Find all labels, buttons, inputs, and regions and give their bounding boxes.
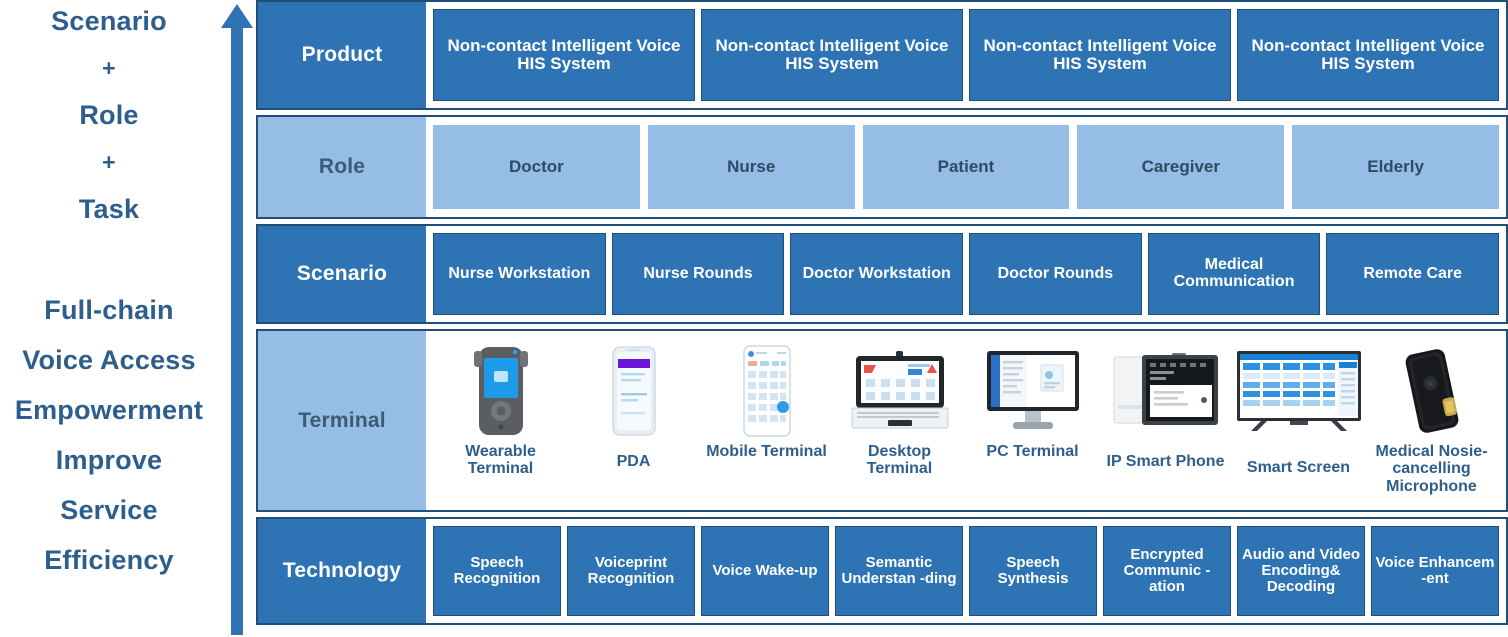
pc-monitor-device-icon <box>983 343 1083 439</box>
row-terminal: Terminal <box>256 329 1508 512</box>
terminal-item-pda[interactable]: PDA <box>567 337 700 504</box>
pda-device-icon <box>607 343 661 439</box>
tech-cell-speech-recognition[interactable]: Speech Recognition <box>433 526 561 616</box>
row-label-role: Role <box>318 155 366 178</box>
row-body-terminal: Wearable Terminal <box>426 331 1506 510</box>
mobile-phone-device-icon <box>739 343 795 439</box>
role-cell-nurse[interactable]: Nurse <box>647 125 855 209</box>
row-label-product: Product <box>301 43 383 66</box>
row-label-technology: Technology <box>282 559 402 582</box>
smart-screen-tv-device-icon <box>1235 343 1363 439</box>
tech-cell-encrypted-communication[interactable]: Encrypted Communic -ation <box>1103 526 1231 616</box>
row-technology: Technology Speech Recognition Voiceprint… <box>256 517 1508 625</box>
row-body-product: Non-contact Intelligent Voice HIS System… <box>426 2 1506 108</box>
terminal-label-mobile: Mobile Terminal <box>706 443 827 460</box>
terminal-label-ip-smart-phone: IP Smart Phone <box>1106 453 1225 470</box>
terminal-label-microphone: Medical Nosie-cancelling Microphone <box>1375 443 1488 495</box>
scenario-cell-remote-care[interactable]: Remote Care <box>1326 233 1500 315</box>
caption-plus-1: + <box>102 55 116 81</box>
upward-arrow-icon <box>220 2 254 635</box>
ip-smart-phone-device-icon <box>1112 343 1220 439</box>
row-product: Product Non-contact Intelligent Voice HI… <box>256 0 1508 110</box>
row-body-technology: Speech Recognition Voiceprint Recognitio… <box>426 519 1506 623</box>
tech-cell-av-encoding-decoding[interactable]: Audio and Video Encoding& Decoding <box>1237 526 1365 616</box>
left-caption-column: Scenario + Role + Task Full-chain Voice … <box>0 0 218 637</box>
product-cell-4[interactable]: Non-contact Intelligent Voice HIS System <box>1237 9 1499 101</box>
terminal-label-desktop: Desktop Terminal <box>866 443 933 478</box>
terminal-label-pda: PDA <box>616 453 651 470</box>
caption-full-chain: Full-chain <box>44 295 174 325</box>
caption-voice-access: Voice Access <box>22 345 196 375</box>
product-cell-1[interactable]: Non-contact Intelligent Voice HIS System <box>433 9 695 101</box>
tech-cell-semantic-understanding[interactable]: Semantic Understan -ding <box>835 526 963 616</box>
layer-stack: Product Non-contact Intelligent Voice HI… <box>256 0 1508 637</box>
row-body-role: Doctor Nurse Patient Caregiver Elderly <box>426 117 1506 217</box>
terminal-item-mobile[interactable]: Mobile Terminal <box>700 337 833 504</box>
tech-cell-voiceprint-recognition[interactable]: Voiceprint Recognition <box>567 526 695 616</box>
terminal-item-ip-smart-phone[interactable]: IP Smart Phone <box>1099 337 1232 504</box>
scenario-cell-doctor-rounds[interactable]: Doctor Rounds <box>969 233 1142 315</box>
scenario-cell-doctor-workstation[interactable]: Doctor Workstation <box>790 233 964 315</box>
role-cell-doctor[interactable]: Doctor <box>433 125 640 209</box>
desktop-tablet-device-icon <box>848 343 952 439</box>
caption-role: Role <box>79 100 139 130</box>
terminal-item-microphone[interactable]: Medical Nosie-cancelling Microphone <box>1365 337 1498 504</box>
wearable-terminal-device-icon <box>470 343 532 439</box>
terminal-label-wearable: Wearable Terminal <box>465 443 536 478</box>
terminal-item-desktop[interactable]: Desktop Terminal <box>833 337 966 504</box>
caption-efficiency: Efficiency <box>44 545 174 575</box>
row-body-scenario: Nurse Workstation Nurse Rounds Doctor Wo… <box>426 226 1506 322</box>
terminal-item-smart-screen[interactable]: Smart Screen <box>1232 337 1365 504</box>
terminal-label-pc: PC Terminal <box>986 443 1079 460</box>
row-label-terminal: Terminal <box>298 408 386 432</box>
caption-improve: Improve <box>55 445 163 475</box>
terminal-item-pc[interactable]: PC Terminal <box>966 337 1099 504</box>
scenario-cell-medical-communication[interactable]: Medical Communication <box>1147 233 1321 315</box>
terminal-item-wearable[interactable]: Wearable Terminal <box>434 337 567 504</box>
row-scenario: Scenario Nurse Workstation Nurse Rounds … <box>256 224 1508 324</box>
caption-plus-2: + <box>102 149 116 175</box>
row-label-scenario: Scenario <box>296 262 388 285</box>
terminal-label-smart-screen: Smart Screen <box>1246 459 1351 476</box>
scenario-cell-nurse-workstation[interactable]: Nurse Workstation <box>433 233 606 315</box>
role-cell-caregiver[interactable]: Caregiver <box>1077 125 1285 209</box>
product-cell-3[interactable]: Non-contact Intelligent Voice HIS System <box>969 9 1231 101</box>
row-role: Role Doctor Nurse Patient Caregiver Elde… <box>256 115 1508 219</box>
tech-cell-speech-synthesis[interactable]: Speech Synthesis <box>969 526 1097 616</box>
noise-cancelling-microphone-device-icon <box>1396 343 1468 439</box>
caption-empowerment: Empowerment <box>14 395 204 425</box>
tech-cell-voice-enhancement[interactable]: Voice Enhancem -ent <box>1371 526 1499 616</box>
caption-group-bottom: Full-chain Voice Access Empowerment Impr… <box>0 297 218 597</box>
caption-group-top: Scenario + Role + Task <box>0 8 218 245</box>
caption-task: Task <box>78 194 140 224</box>
tech-cell-voice-wake-up[interactable]: Voice Wake-up <box>701 526 829 616</box>
role-cell-elderly[interactable]: Elderly <box>1292 125 1499 209</box>
role-cell-patient[interactable]: Patient <box>862 125 1070 209</box>
product-cell-2[interactable]: Non-contact Intelligent Voice HIS System <box>701 9 963 101</box>
scenario-cell-nurse-rounds[interactable]: Nurse Rounds <box>611 233 785 315</box>
caption-scenario: Scenario <box>51 6 167 36</box>
caption-service: Service <box>60 495 158 525</box>
